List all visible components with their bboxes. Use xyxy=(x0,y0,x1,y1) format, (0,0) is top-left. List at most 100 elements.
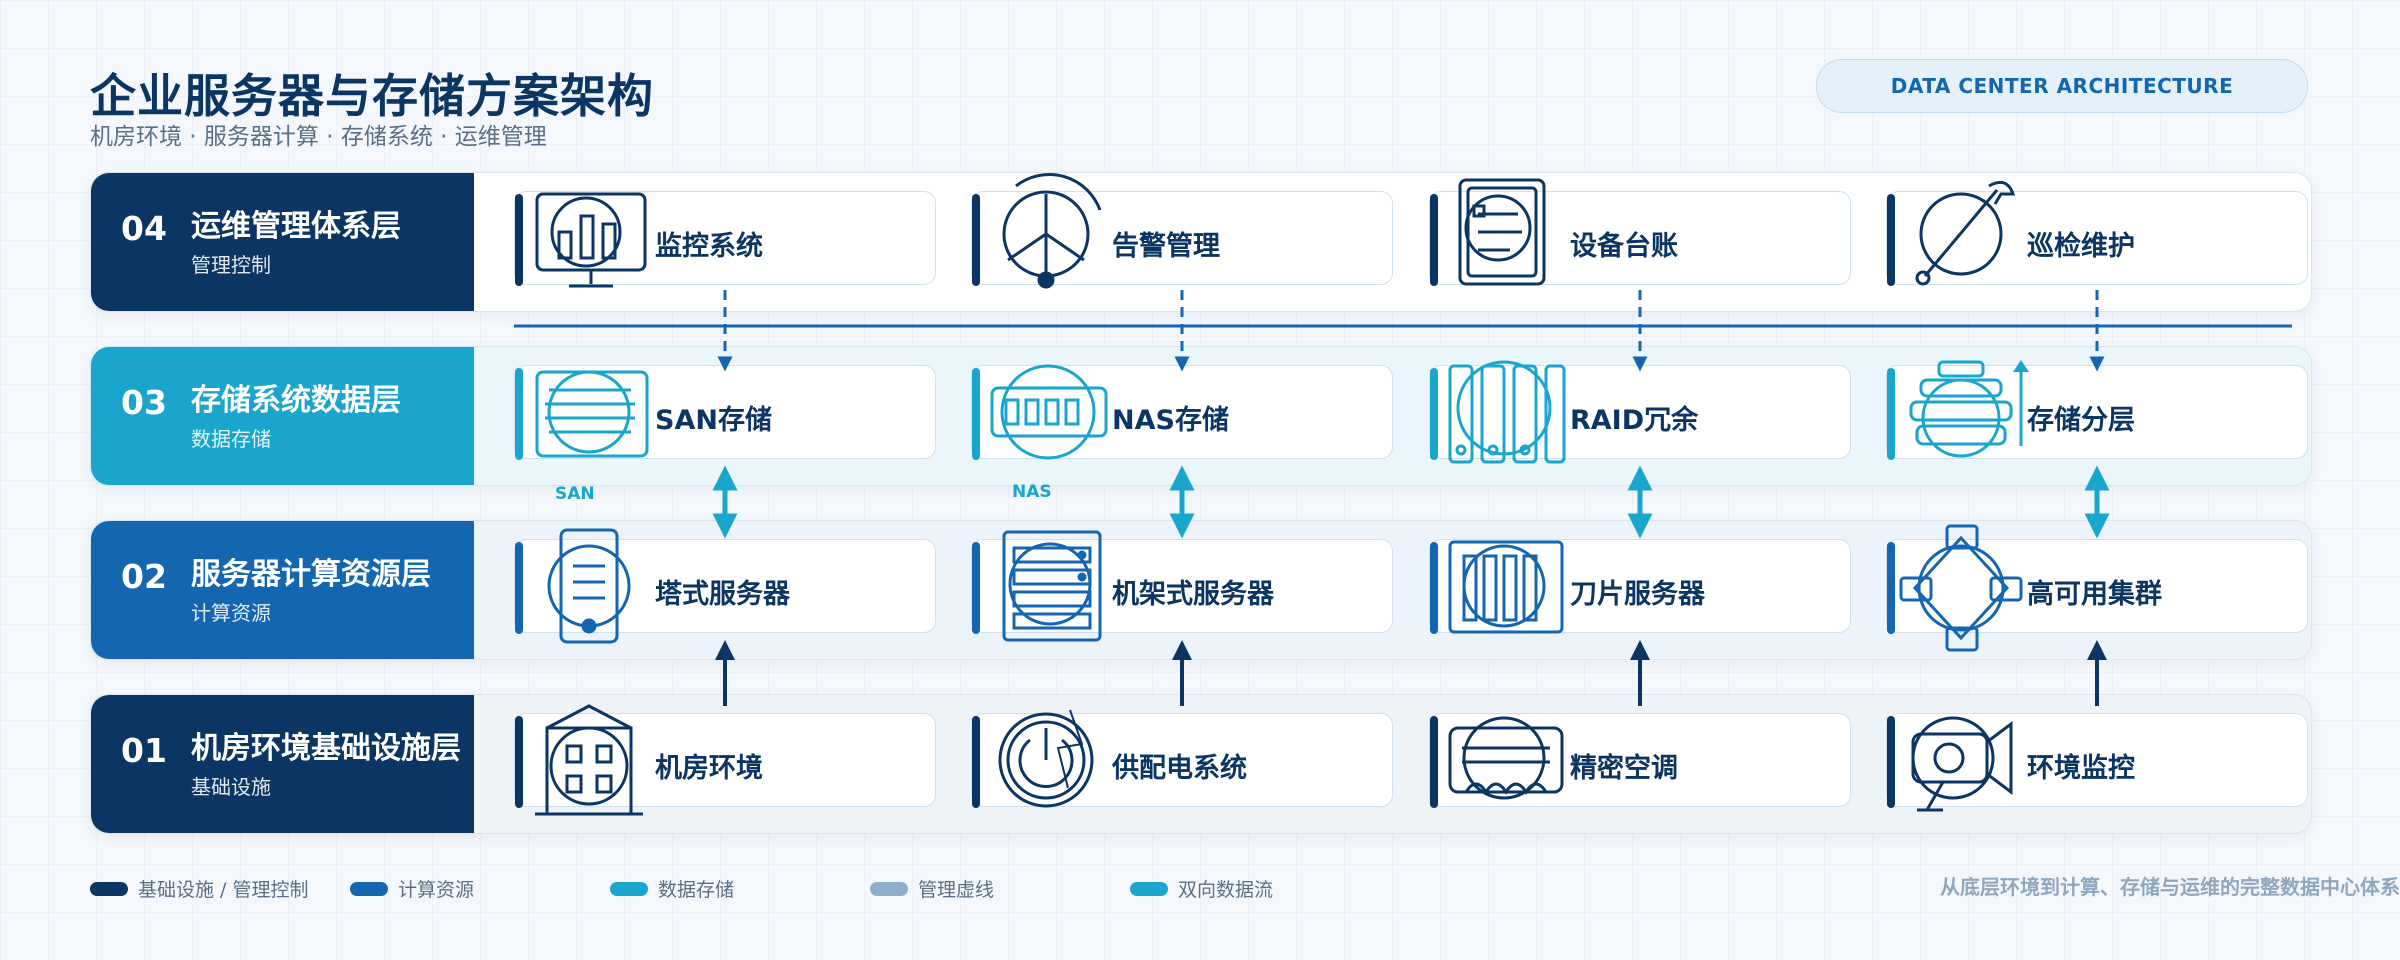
blade-server-icon xyxy=(1448,540,1564,634)
card-monitoring-system[interactable]: 监控系统 xyxy=(514,191,936,288)
card-label: SAN存储 xyxy=(655,405,772,436)
layer-header: 01 机房环境基础设施层 基础设施 xyxy=(91,695,474,833)
card-accent-bar xyxy=(972,716,980,808)
page-subtitle: 机房环境 · 服务器计算 · 存储系统 · 运维管理 xyxy=(90,124,547,150)
card-accent-bar xyxy=(515,716,523,808)
card-label: 供配电系统 xyxy=(1112,753,1247,784)
card-accent-bar xyxy=(972,194,980,286)
san-storage-icon xyxy=(535,370,649,458)
architecture-badge: DATA CENTER ARCHITECTURE xyxy=(1816,59,2308,113)
legend-item-infrastructure: 基础设施 / 管理控制 xyxy=(90,875,308,902)
card-label: NAS存储 xyxy=(1112,405,1229,436)
card-label: RAID冗余 xyxy=(1570,405,1699,436)
card-label: 机房环境 xyxy=(655,753,763,784)
layer-management: 04 运维管理体系层 管理控制 监控系统 告警管理 xyxy=(90,172,2312,312)
building-icon xyxy=(535,704,643,816)
card-accent-bar xyxy=(1430,542,1438,634)
card-rack-server[interactable]: 机架式服务器 xyxy=(971,530,1393,642)
camera-sensor-icon xyxy=(1911,716,2013,812)
card-accent-bar xyxy=(515,542,523,634)
layer-header: 04 运维管理体系层 管理控制 xyxy=(91,173,474,311)
card-label: 监控系统 xyxy=(655,231,763,262)
card-accent-bar xyxy=(515,368,523,460)
card-label: 存储分层 xyxy=(2027,405,2135,436)
layer-compute: 02 服务器计算资源层 计算资源 塔式服务器 机架式服务器 xyxy=(90,520,2312,660)
legend-item-storage: 数据存储 xyxy=(610,875,734,902)
card-label: 环境监控 xyxy=(2027,753,2135,784)
legend-swatch xyxy=(1130,881,1168,896)
legend-swatch xyxy=(350,881,388,896)
raid-disks-icon xyxy=(1448,360,1566,464)
card-label: 告警管理 xyxy=(1112,231,1220,262)
card-label: 精密空调 xyxy=(1570,753,1678,784)
legend-item-bidirectional: 双向数据流 xyxy=(1130,875,1273,902)
storage-tier-icon xyxy=(1909,360,2029,458)
ha-cluster-icon xyxy=(1899,524,2023,652)
card-label: 机架式服务器 xyxy=(1112,579,1274,610)
card-accent-bar xyxy=(972,542,980,634)
legend-label: 基础设施 / 管理控制 xyxy=(138,879,309,901)
card-san-storage[interactable]: SAN存储 SAN xyxy=(514,365,936,504)
layer-number: 01 xyxy=(121,731,167,770)
card-label: 刀片服务器 xyxy=(1570,579,1705,610)
layer-storage: 03 存储系统数据层 数据存储 SAN存储 SAN NAS存储 NAS xyxy=(90,346,2312,504)
layer-header: 03 存储系统数据层 数据存储 xyxy=(91,347,474,485)
layer-title: 机房环境基础设施层 xyxy=(191,731,461,766)
tower-server-icon xyxy=(547,528,631,644)
card-machine-room[interactable]: 机房环境 xyxy=(514,704,936,816)
layer-subtitle: 计算资源 xyxy=(191,601,271,625)
legend-item-dashed: 管理虚线 xyxy=(870,875,994,902)
san-tag: SAN xyxy=(555,484,595,504)
layer-title: 存储系统数据层 xyxy=(191,383,401,418)
legend-swatch xyxy=(90,881,128,896)
ledger-document-icon xyxy=(1458,178,1546,286)
card-accent-bar xyxy=(1887,368,1895,460)
nas-tag: NAS xyxy=(1012,482,1052,502)
card-nas-storage[interactable]: NAS存储 NAS xyxy=(971,364,1393,502)
card-inspection-maintenance[interactable]: 巡检维护 xyxy=(1886,180,2308,286)
layer-number: 04 xyxy=(121,209,167,248)
legend-label: 双向数据流 xyxy=(1178,879,1274,901)
card-accent-bar xyxy=(1430,716,1438,808)
layer-title: 服务器计算资源层 xyxy=(191,557,431,592)
card-accent-bar xyxy=(515,194,523,286)
layer-subtitle: 基础设施 xyxy=(191,775,271,799)
card-power-distribution[interactable]: 供配电系统 xyxy=(971,709,1393,808)
card-alarm-management[interactable]: 告警管理 xyxy=(971,173,1393,289)
layer-infrastructure: 01 机房环境基础设施层 基础设施 机房环境 供配电系统 xyxy=(90,694,2312,834)
layer-number: 03 xyxy=(121,383,167,422)
rack-server-icon xyxy=(1002,530,1102,642)
legend-label: 管理虚线 xyxy=(918,879,995,901)
card-tower-server[interactable]: 塔式服务器 xyxy=(514,528,936,644)
card-accent-bar xyxy=(1887,716,1895,808)
air-conditioner-icon xyxy=(1448,716,1564,800)
card-label: 设备台账 xyxy=(1570,231,1678,262)
card-accent-bar xyxy=(1887,194,1895,286)
power-supply-icon xyxy=(998,709,1094,808)
layer-number: 02 xyxy=(121,557,167,596)
card-label: 巡检维护 xyxy=(2027,231,2135,262)
card-label: 高可用集群 xyxy=(2027,579,2162,610)
layer-subtitle: 管理控制 xyxy=(191,253,271,277)
alarm-gauge-icon xyxy=(1002,173,1102,289)
wrench-inspection-icon xyxy=(1915,180,2016,286)
card-ha-cluster[interactable]: 高可用集群 xyxy=(1886,524,2308,652)
card-environment-monitoring[interactable]: 环境监控 xyxy=(1886,713,2308,812)
layer-title: 运维管理体系层 xyxy=(191,209,401,244)
card-accent-bar xyxy=(1430,368,1438,460)
nas-storage-icon xyxy=(990,364,1108,460)
legend-label: 数据存储 xyxy=(658,879,735,901)
card-precision-ac[interactable]: 精密空调 xyxy=(1429,713,1851,808)
layer-header: 02 服务器计算资源层 计算资源 xyxy=(91,521,474,659)
card-accent-bar xyxy=(972,368,980,460)
monitor-chart-icon xyxy=(535,192,647,288)
page-title: 企业服务器与存储方案架构 xyxy=(90,69,654,123)
card-storage-tiering[interactable]: 存储分层 xyxy=(1886,360,2308,460)
layer-subtitle: 数据存储 xyxy=(191,427,271,451)
card-equipment-ledger[interactable]: 设备台账 xyxy=(1429,178,1851,286)
card-blade-server[interactable]: 刀片服务器 xyxy=(1429,539,1851,634)
legend-label: 计算资源 xyxy=(398,879,475,901)
card-raid-redundancy[interactable]: RAID冗余 xyxy=(1429,360,1851,464)
card-accent-bar xyxy=(1887,542,1895,634)
legend-swatch xyxy=(870,881,908,896)
